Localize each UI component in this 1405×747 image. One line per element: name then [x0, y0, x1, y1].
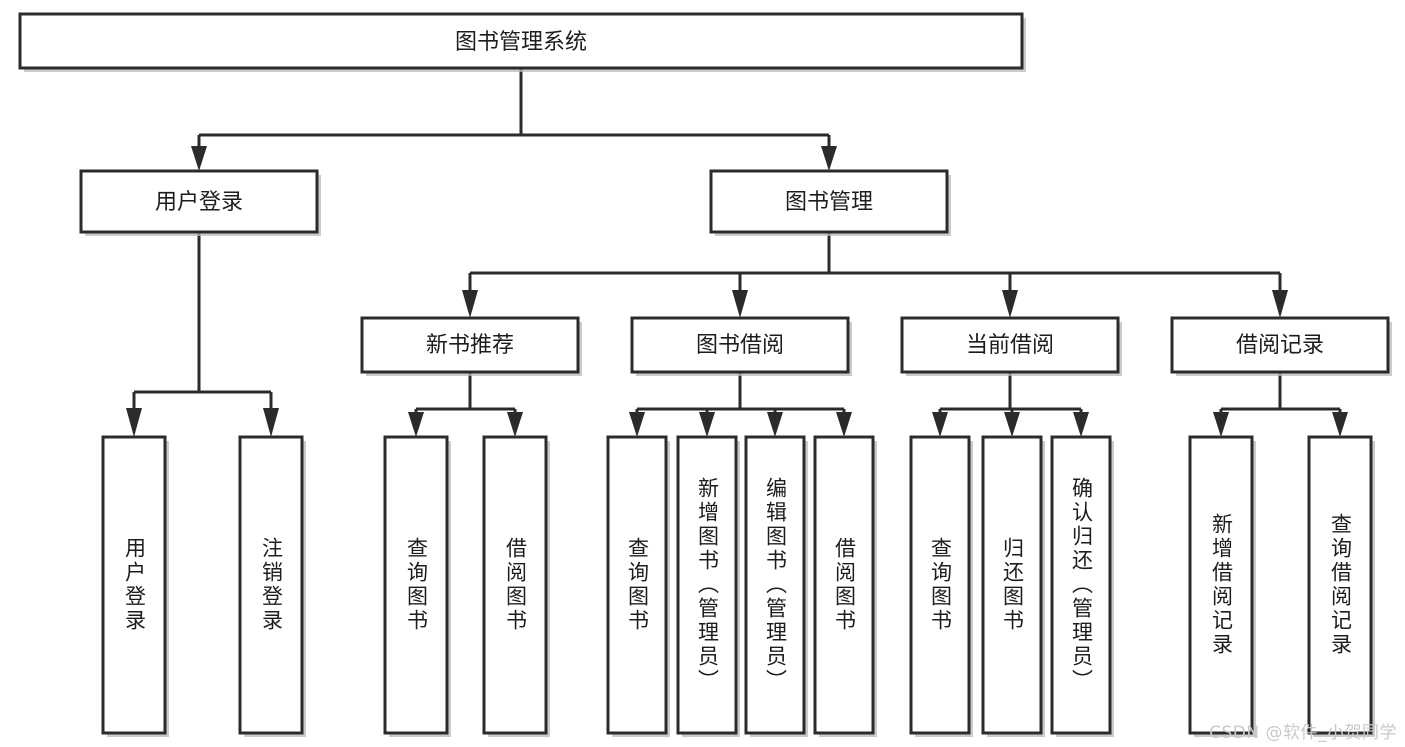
- arrow-leaf-confirm-return: [1073, 412, 1089, 437]
- leaf-return-book-box: [981, 435, 1043, 735]
- node-user-login[interactable]: 用户登录: [79, 169, 321, 236]
- arrow-to-book-borrow: [732, 290, 748, 318]
- arrow-leaf-query-record: [1332, 412, 1348, 437]
- leaf-user-login[interactable]: [101, 435, 169, 737]
- leaf-add-book[interactable]: [676, 435, 740, 737]
- leaf-box-layer: [101, 435, 1375, 737]
- node-book-mgmt-box: [709, 169, 949, 234]
- leaf-borrow-book-2-box: [813, 435, 875, 735]
- leaf-logout[interactable]: [238, 435, 306, 737]
- leaf-query-record[interactable]: [1307, 435, 1375, 737]
- leaf-edit-book[interactable]: [744, 435, 808, 737]
- arrow-leaf-query-book-2: [629, 412, 645, 437]
- node-layer: 图书管理系统 用户登录 图书管理 新书推荐: [18, 12, 1392, 737]
- node-user-login-label: 用户登录: [155, 190, 243, 215]
- leaf-logout-box: [238, 435, 304, 735]
- leaf-query-book-2-box: [606, 435, 668, 735]
- watermark: CSDN @软件_小贺同学: [1209, 723, 1397, 743]
- arrow-leaf-return-book: [1004, 412, 1020, 437]
- connector-layer: [126, 68, 1348, 437]
- node-current-borrow-box: [900, 316, 1120, 374]
- arrow-to-new-book-rec: [462, 290, 478, 318]
- node-user-login-box: [79, 169, 319, 234]
- arrow-leaf-query-book-1: [408, 412, 424, 437]
- leaf-borrow-book-1[interactable]: [482, 435, 550, 737]
- arrow-to-current-borrow: [1002, 290, 1018, 318]
- node-book-borrow[interactable]: 图书借阅: [630, 316, 852, 376]
- node-current-borrow[interactable]: 当前借阅: [900, 316, 1122, 376]
- arrow-leaf-add-book: [699, 412, 715, 437]
- arrow-leaf-logout: [263, 408, 279, 437]
- arrow-leaf-add-record: [1213, 412, 1229, 437]
- node-book-borrow-label: 图书借阅: [696, 333, 784, 358]
- leaf-borrow-book-1-box: [482, 435, 548, 735]
- leaf-confirm-return[interactable]: [1050, 435, 1114, 737]
- leaf-add-record[interactable]: [1188, 435, 1256, 737]
- node-book-mgmt-label: 图书管理: [785, 190, 873, 215]
- node-new-book-rec-box: [360, 316, 580, 374]
- leaf-return-book[interactable]: [981, 435, 1045, 737]
- node-new-book-rec-label: 新书推荐: [426, 333, 514, 358]
- node-borrow-record-label: 借阅记录: [1236, 333, 1324, 358]
- leaf-user-login-box: [101, 435, 167, 735]
- leaf-query-book-2[interactable]: [606, 435, 670, 737]
- leaf-query-book-1-box: [383, 435, 449, 735]
- arrow-leaf-borrow-book-2: [836, 412, 852, 437]
- leaf-query-book-3[interactable]: [909, 435, 973, 737]
- leaf-confirm-return-box: [1050, 435, 1112, 735]
- node-root-box: [18, 12, 1024, 70]
- node-current-borrow-label: 当前借阅: [966, 333, 1054, 358]
- leaf-add-book-box: [676, 435, 738, 735]
- node-root-label: 图书管理系统: [455, 30, 587, 55]
- leaf-borrow-book-2[interactable]: [813, 435, 877, 737]
- leaf-query-book-1[interactable]: [383, 435, 451, 737]
- arrow-to-user-login: [191, 146, 207, 171]
- leaf-edit-book-box: [744, 435, 806, 735]
- arrow-leaf-user-login: [126, 408, 142, 437]
- arrow-to-borrow-record: [1272, 290, 1288, 318]
- node-book-mgmt[interactable]: 图书管理: [709, 169, 951, 236]
- arrow-to-book-mgmt: [821, 146, 837, 171]
- arrow-leaf-query-book-3: [932, 412, 948, 437]
- node-borrow-record-box: [1170, 316, 1390, 374]
- node-borrow-record[interactable]: 借阅记录: [1170, 316, 1392, 376]
- arrow-leaf-borrow-book-1: [507, 412, 523, 437]
- leaf-add-record-box: [1188, 435, 1254, 735]
- leaf-query-record-box: [1307, 435, 1373, 735]
- node-root[interactable]: 图书管理系统: [18, 12, 1026, 72]
- arrow-leaf-edit-book: [767, 412, 783, 437]
- node-book-borrow-box: [630, 316, 850, 374]
- leaf-query-book-3-box: [909, 435, 971, 735]
- node-new-book-rec[interactable]: 新书推荐: [360, 316, 582, 376]
